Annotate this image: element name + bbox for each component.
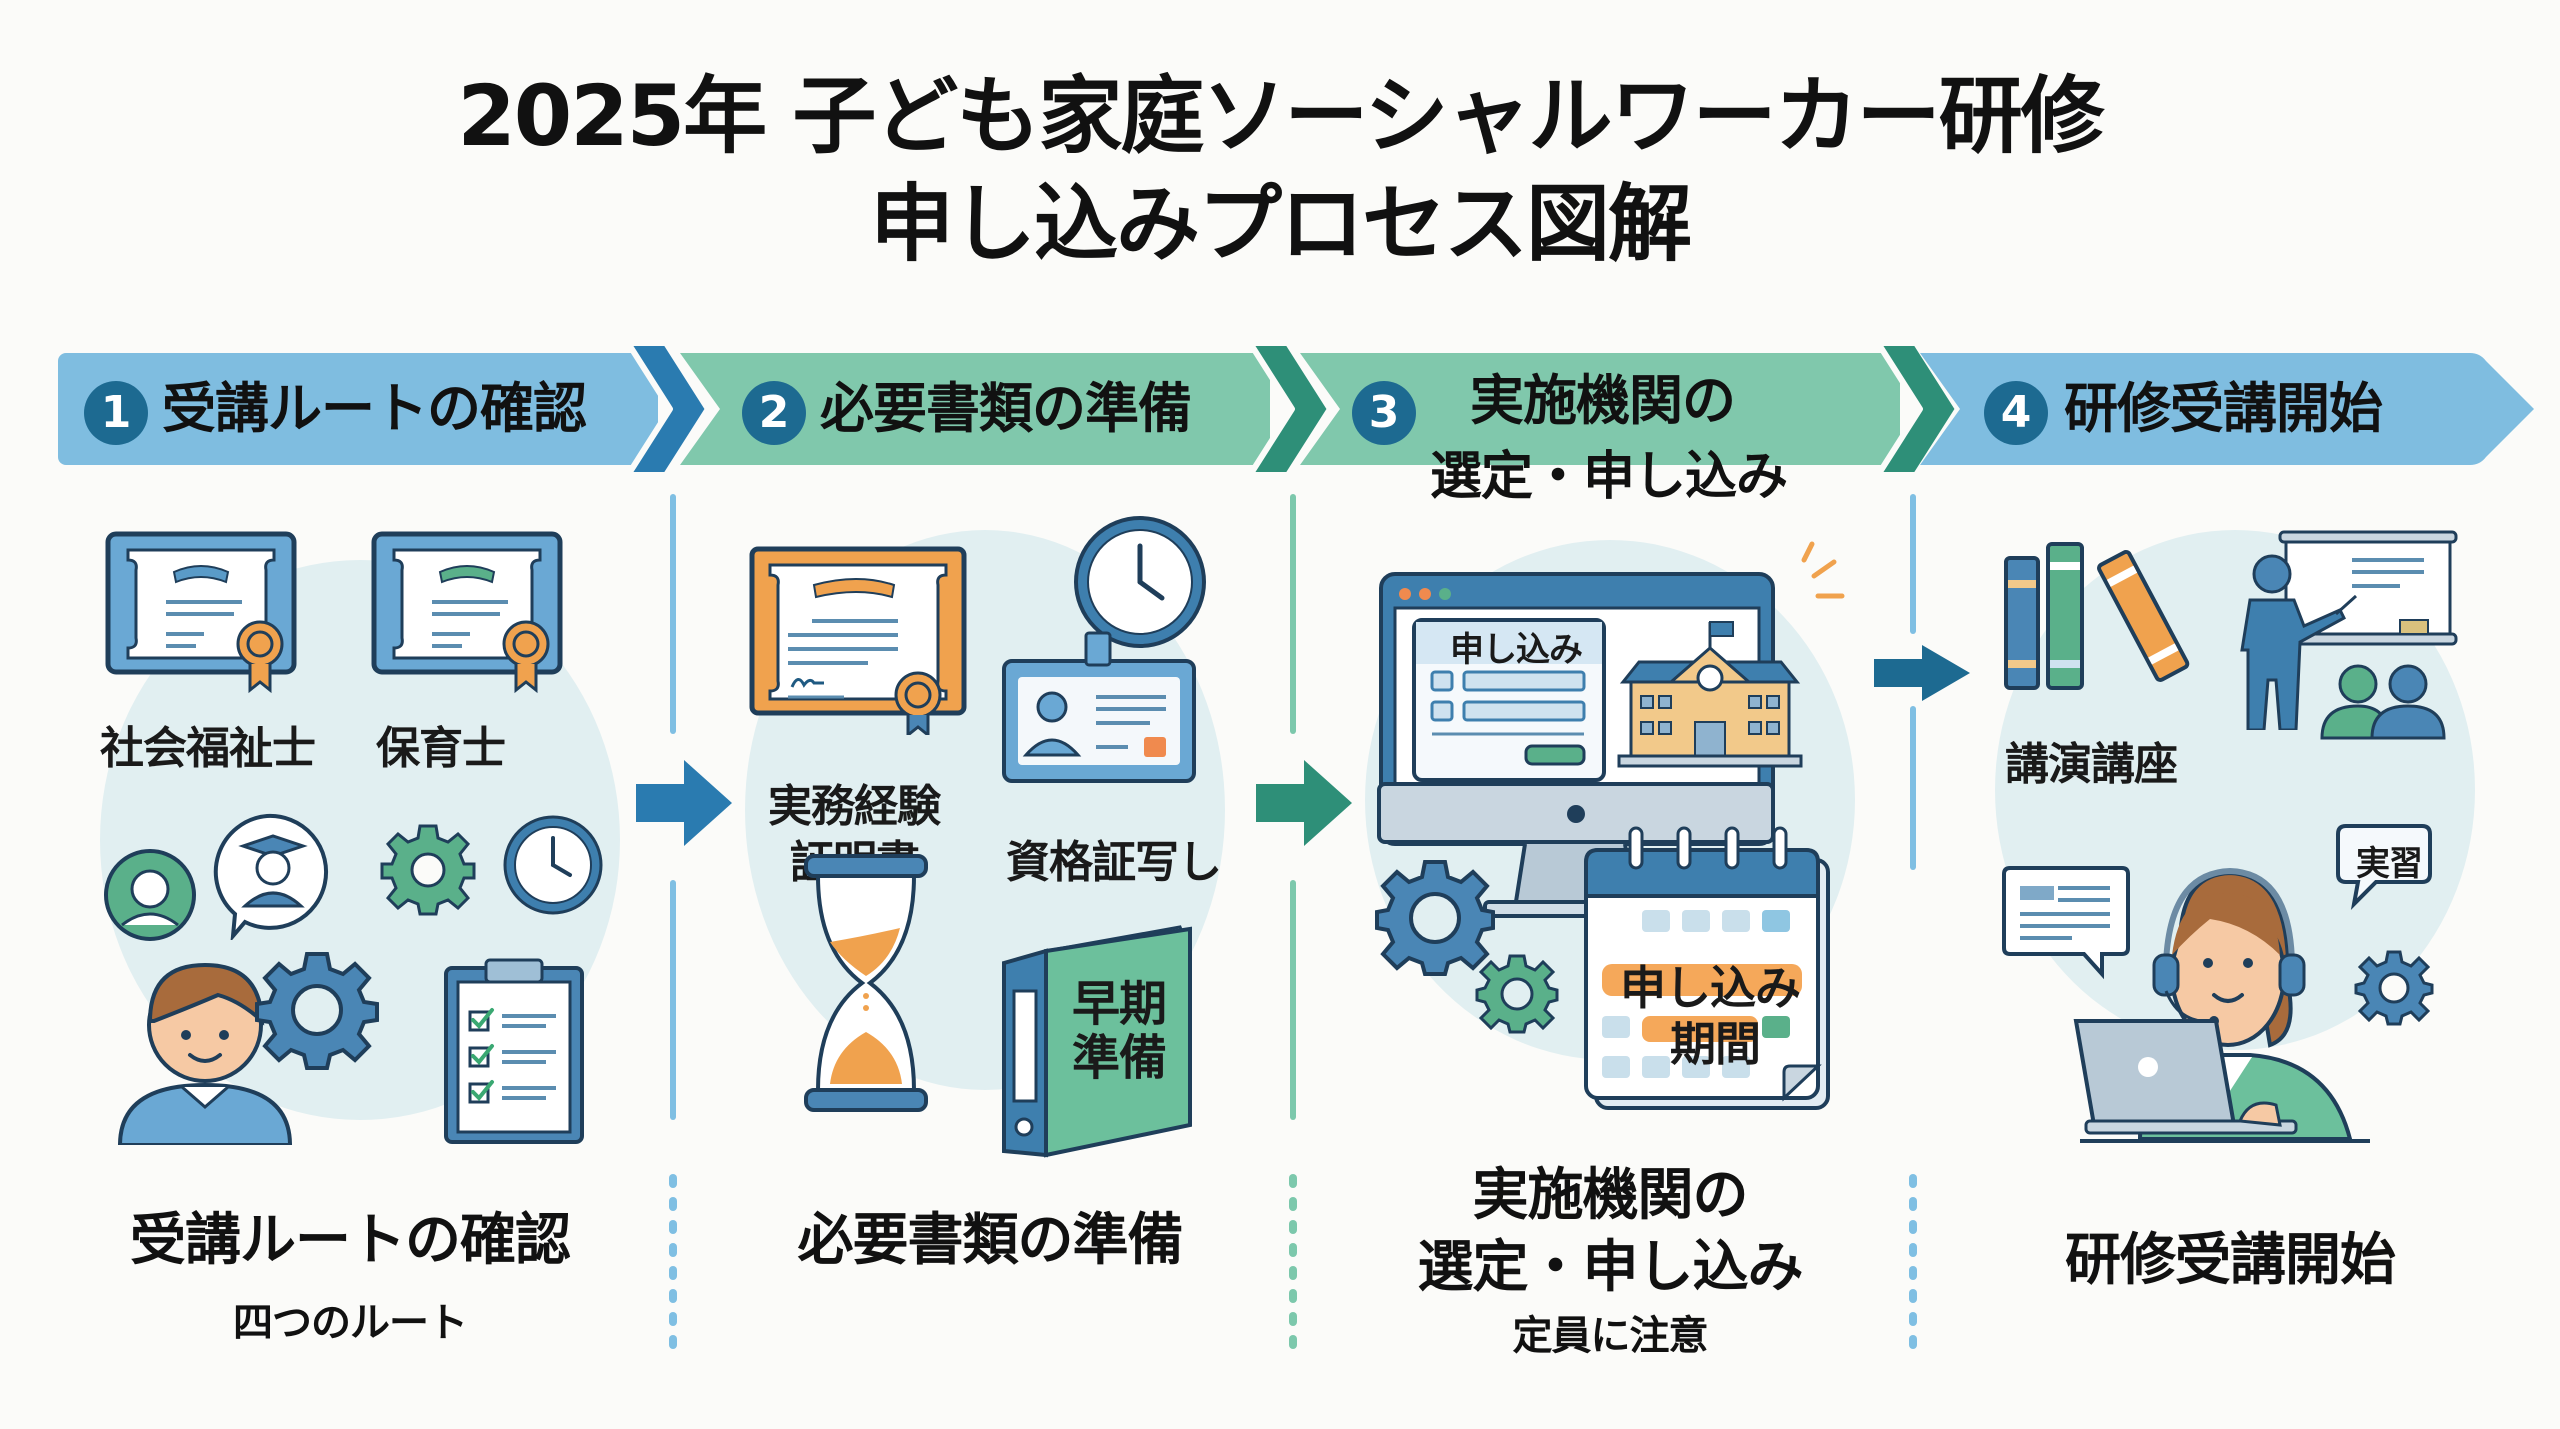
divider-2-lower	[1290, 880, 1296, 1120]
divider-1-lower	[670, 880, 676, 1120]
sparkle-icon	[1801, 541, 1845, 599]
step-3-caption-title-line-2: 選定・申し込み	[1417, 1235, 1804, 1300]
step-2-banner: 2 必要書類の準備	[680, 340, 1333, 478]
clock-icon	[503, 815, 603, 915]
certificate-icon	[105, 531, 297, 694]
step-2-number-badge: 2	[742, 381, 806, 445]
graduate-speech-icon	[213, 813, 329, 940]
title-line-1: 2025年 子ども家庭ソーシャルワーカー研修	[457, 67, 2104, 165]
step-3-banner-label-line-2: 選定・申し込み	[1430, 447, 1788, 507]
label-application-period-2: 期間	[1670, 1017, 1761, 1071]
step-2-caption-title: 必要書類の準備	[797, 1208, 1184, 1273]
banner-4-shape	[1920, 353, 2534, 465]
certificate-icon	[749, 546, 967, 735]
label-license-copy: 資格証写し	[1006, 837, 1222, 888]
label-practicum: 実習	[2356, 844, 2423, 884]
binder-icon	[1002, 925, 1192, 1158]
flow-arrow-1-icon	[636, 760, 732, 846]
flow-arrow-3-icon	[1874, 645, 1970, 701]
lecturer-whiteboard-icon	[2240, 530, 2458, 730]
step-3-caption-title-line-1: 実施機関の	[1472, 1163, 1749, 1228]
application-form-icon	[1412, 618, 1606, 782]
label-early-prep-1: 早期	[1072, 976, 1167, 1032]
step-4-number-badge: 4	[1984, 381, 2048, 445]
gear-icon	[1475, 954, 1559, 1034]
books-icon	[2004, 542, 2190, 690]
title-line-2: 申し込みプロセス図解	[869, 175, 1692, 273]
divider-1-upper	[670, 494, 676, 734]
step-1-caption: 受講ルートの確認 四つのルート	[60, 1205, 640, 1351]
chat-bubble-icon	[2002, 866, 2130, 980]
step-4-caption: 研修受講開始	[1940, 1225, 2520, 1297]
divider-3-dots	[1909, 1174, 1917, 1358]
step-3-banner-label-line-1: 実施機関の	[1470, 369, 1736, 432]
gear-icon	[2354, 950, 2434, 1026]
step-1-number-badge: 1	[84, 381, 148, 445]
operator-laptop-icon	[2073, 867, 2370, 1143]
step-1-banner-label: 受講ルートの確認	[162, 377, 587, 440]
step-1-banner: 1 受講ルートの確認	[58, 340, 711, 478]
label-work-experience: 実務経験	[768, 781, 941, 832]
step-2-caption: 必要書類の準備	[700, 1205, 1280, 1277]
step-3-number-badge: 3	[1352, 381, 1416, 445]
calendar-icon	[1584, 826, 1830, 1110]
divider-3-upper	[1910, 494, 1916, 634]
gear-icon	[255, 952, 379, 1070]
label-social-worker: 社会福祉士	[100, 723, 316, 774]
step-1-caption-title: 受講ルートの確認	[130, 1208, 571, 1273]
checklist-clipboard-icon	[444, 958, 584, 1144]
banner-2-shape	[680, 340, 1333, 478]
divider-2-dots	[1289, 1174, 1297, 1358]
label-application-period-1: 申し込み	[1620, 961, 1801, 1015]
clock-icon	[1074, 516, 1206, 648]
page-title: 2025年 子ども家庭ソーシャルワーカー研修 申し込みプロセス図解	[0, 62, 2560, 278]
step-3-banner: 3 実施機関の 選定・申し込み	[1300, 340, 1961, 507]
label-early-prep-2: 準備	[1072, 1030, 1167, 1086]
school-building-icon	[1617, 621, 1803, 768]
hourglass-icon	[804, 854, 928, 1112]
step-4-banner-label: 研修受講開始	[2064, 377, 2383, 440]
divider-2-upper	[1290, 494, 1296, 734]
step-3-caption: 実施機関の 選定・申し込み 定員に注意	[1320, 1160, 1900, 1364]
id-card-icon	[1002, 631, 1196, 783]
label-application: 申し込み	[1450, 630, 1583, 670]
label-childcare-worker: 保育士	[376, 723, 506, 774]
certificate-icon	[371, 531, 563, 694]
speech-bubble-icon	[2336, 824, 2432, 910]
flow-arrow-2-icon	[1256, 760, 1352, 846]
step-3-caption-sub: 定員に注意	[1512, 1313, 1709, 1359]
step-4-banner: 4 研修受講開始	[1920, 353, 2560, 465]
user-avatar-icon	[104, 849, 196, 941]
gear-icon	[1375, 860, 1495, 976]
step-2-banner-label: 必要書類の準備	[820, 377, 1192, 440]
label-lecture-course: 講演講座	[2005, 739, 2178, 790]
audience-icon	[2320, 664, 2446, 740]
step-1-caption-sub: 四つのルート	[233, 1300, 468, 1346]
step-4-caption-title: 研修受講開始	[2065, 1228, 2396, 1293]
divider-3-lower	[1910, 706, 1916, 870]
banner-3-shape	[1300, 340, 1961, 478]
person-icon	[117, 962, 293, 1145]
banner-1-shape	[58, 340, 711, 478]
gear-icon	[380, 824, 476, 916]
divider-1-dots	[669, 1174, 677, 1358]
